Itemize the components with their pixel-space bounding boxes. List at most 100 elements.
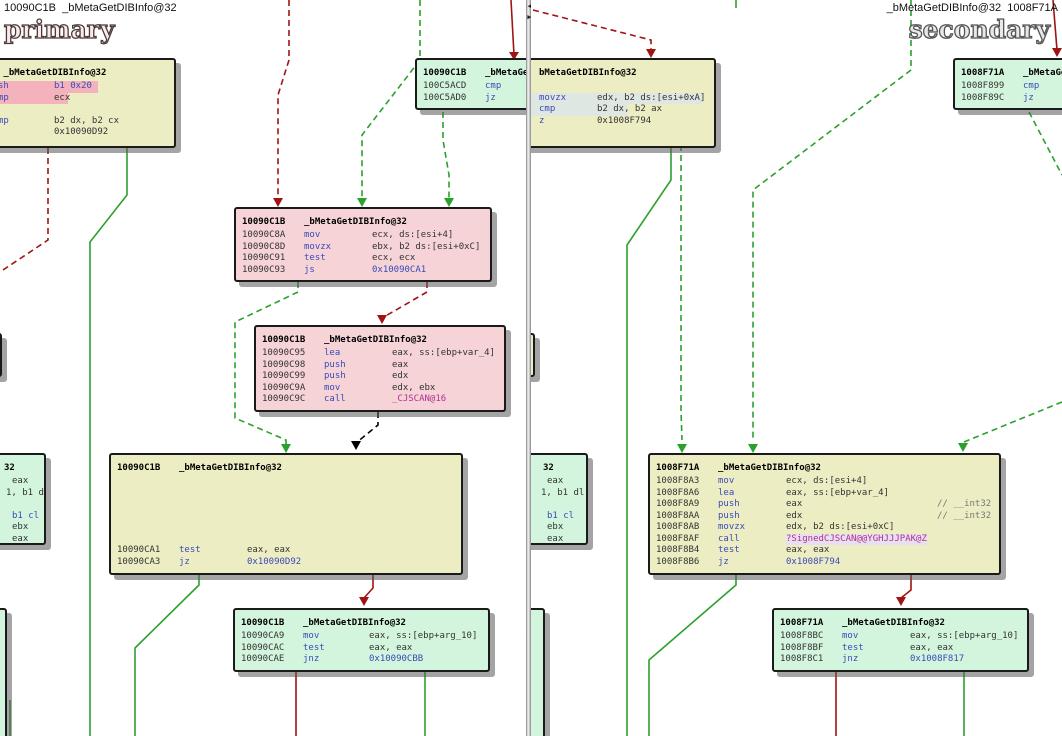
code-block-m3[interactable]: 32 eax 1, b1 dl b1 cl ebx eax — [531, 453, 588, 545]
operand: eax — [547, 476, 564, 486]
block-title: 32 — [543, 463, 554, 473]
scroll-down-icon[interactable]: ▶ — [527, 13, 532, 21]
edge-red-n3-to-n4 — [381, 282, 428, 319]
edge-red-n6-to-n7 — [363, 575, 374, 599]
block-title: bMetaGetDIBInfo@32 — [539, 68, 637, 78]
code-block-n1[interactable]: _bMetaGetDIBInfo@32 shb1 0x20 mpecx mpb2… — [0, 58, 176, 148]
mnemonic: test — [304, 253, 326, 263]
mnemonic: cmp — [1023, 81, 1040, 91]
address: 1008F8BF — [780, 642, 824, 653]
address: 10090C95 — [262, 348, 306, 358]
primary-graph-pane[interactable]: _bMetaGetDIBInfo@32 shb1 0x20 mpecx mpb2… — [0, 0, 526, 736]
operand: 0x10090CBB — [369, 654, 424, 664]
mnemonic: test — [718, 545, 740, 555]
code-block-partial-bottom-left[interactable] — [531, 608, 545, 736]
primary-label: primary — [3, 14, 115, 44]
pane-splitter[interactable]: ◀ ▶ — [526, 0, 532, 736]
operand: 1, b1 dl — [541, 487, 585, 498]
operand: eax — [392, 359, 409, 370]
edge-green-n1-down — [89, 148, 128, 736]
operand: b2 dx, b2 ax — [597, 104, 663, 114]
block-func-name: _bMetaGetDIBInfo@32 — [3, 68, 107, 78]
operand: eax — [786, 499, 803, 509]
mnemonic: movzx — [539, 92, 567, 103]
address: 10090CA1 — [117, 545, 161, 555]
comment: // __int32 — [937, 499, 992, 509]
address: 10090C93 — [242, 264, 286, 275]
call-target-link[interactable]: _CJSCAN@16 — [392, 394, 447, 404]
edge-green-m2-right — [1028, 111, 1062, 176]
mnemonic: cmp — [539, 104, 556, 114]
block-title: _bMetaGetDIBInfo@32 — [0, 68, 168, 80]
code-block-n5[interactable]: 32 eax 1, b1 dl b1 cl ebx eax — [0, 453, 46, 545]
mnemonic: jz — [485, 92, 496, 103]
operand: eax, eax — [369, 642, 413, 653]
mnemonic: test — [842, 642, 864, 653]
operand: eax, eax — [247, 545, 291, 555]
address: 10090CAC — [241, 642, 285, 653]
edge-green-m4-down — [648, 575, 737, 736]
address: 100C5AD0 — [423, 92, 467, 103]
address: 1008F8B6 — [656, 556, 700, 567]
mnemonic: call — [324, 394, 346, 404]
address: 10090CA3 — [117, 556, 161, 567]
edge-red-m4-to-m5 — [900, 575, 912, 599]
operand: eax, ss:[ebp+var_4] — [392, 348, 495, 358]
mnemonic: jnz — [842, 654, 859, 664]
address: 1008F8A6 — [656, 487, 700, 498]
code-block-partial-left[interactable] — [0, 333, 2, 377]
address: 1008F89C — [961, 92, 1005, 103]
operand: b1 cl — [547, 510, 575, 521]
operand: eax — [547, 533, 564, 544]
mnemonic: cmp — [485, 81, 502, 91]
operand: 0x10090D92 — [247, 556, 302, 567]
block-title: 10090C1B_bMetaGetDIBInfo@32 — [241, 618, 406, 628]
address: 1008F899 — [961, 81, 1005, 91]
operand: eax — [12, 476, 29, 486]
mnemonic: test — [303, 642, 325, 653]
operand: b1 0x20 — [54, 81, 92, 91]
operand: ecx, ecx — [372, 253, 416, 263]
edge-green-m1-down — [626, 148, 672, 736]
scroll-up-icon[interactable]: ◀ — [527, 2, 532, 10]
operand: b1 cl — [12, 510, 40, 521]
code-block-partial-bottom-left[interactable] — [0, 608, 7, 736]
code-block-partial-left[interactable] — [531, 333, 535, 377]
block-title: 32 — [4, 463, 15, 473]
mnemonic: mp — [0, 115, 9, 126]
mnemonic: mov — [304, 230, 321, 240]
address: 1008F8A9 — [656, 499, 700, 509]
mnemonic: call — [718, 533, 740, 544]
edge-green-top-to-n3 — [361, 0, 421, 200]
address: 1008F8AB — [656, 522, 700, 532]
secondary-header: _bMetaGetDIBInfo@32 1008F71A — [886, 2, 1058, 14]
address: 1008F8A3 — [656, 476, 700, 486]
address: 10090C8D — [242, 241, 286, 252]
mnemonic: movzx — [718, 522, 746, 532]
call-target-link[interactable]: ?SignedCJSCAN@@YGHJJJPAK@Z — [786, 533, 927, 545]
edge-red-top-to-n3 — [277, 0, 290, 200]
secondary-label: secondary — [908, 14, 1051, 44]
edge-green-n3-to-n6 — [234, 282, 299, 446]
operand: 1, b1 dl — [6, 487, 46, 498]
code-block-n2[interactable]: 10090C1B_bMetaGetDIBInfo@32 100C5ACDcmp … — [415, 58, 526, 110]
edge-red-top-right — [1052, 0, 1058, 51]
address: 10090C98 — [262, 359, 306, 370]
mnemonic: js — [304, 264, 315, 275]
edge-red-n1-down — [0, 148, 49, 273]
mnemonic: push — [324, 371, 346, 381]
mnemonic: push — [324, 359, 346, 370]
address: 10090C91 — [242, 253, 286, 263]
mnemonic: test — [179, 545, 201, 555]
operand: eax, eax — [910, 642, 954, 653]
primary-edges — [0, 0, 519, 736]
